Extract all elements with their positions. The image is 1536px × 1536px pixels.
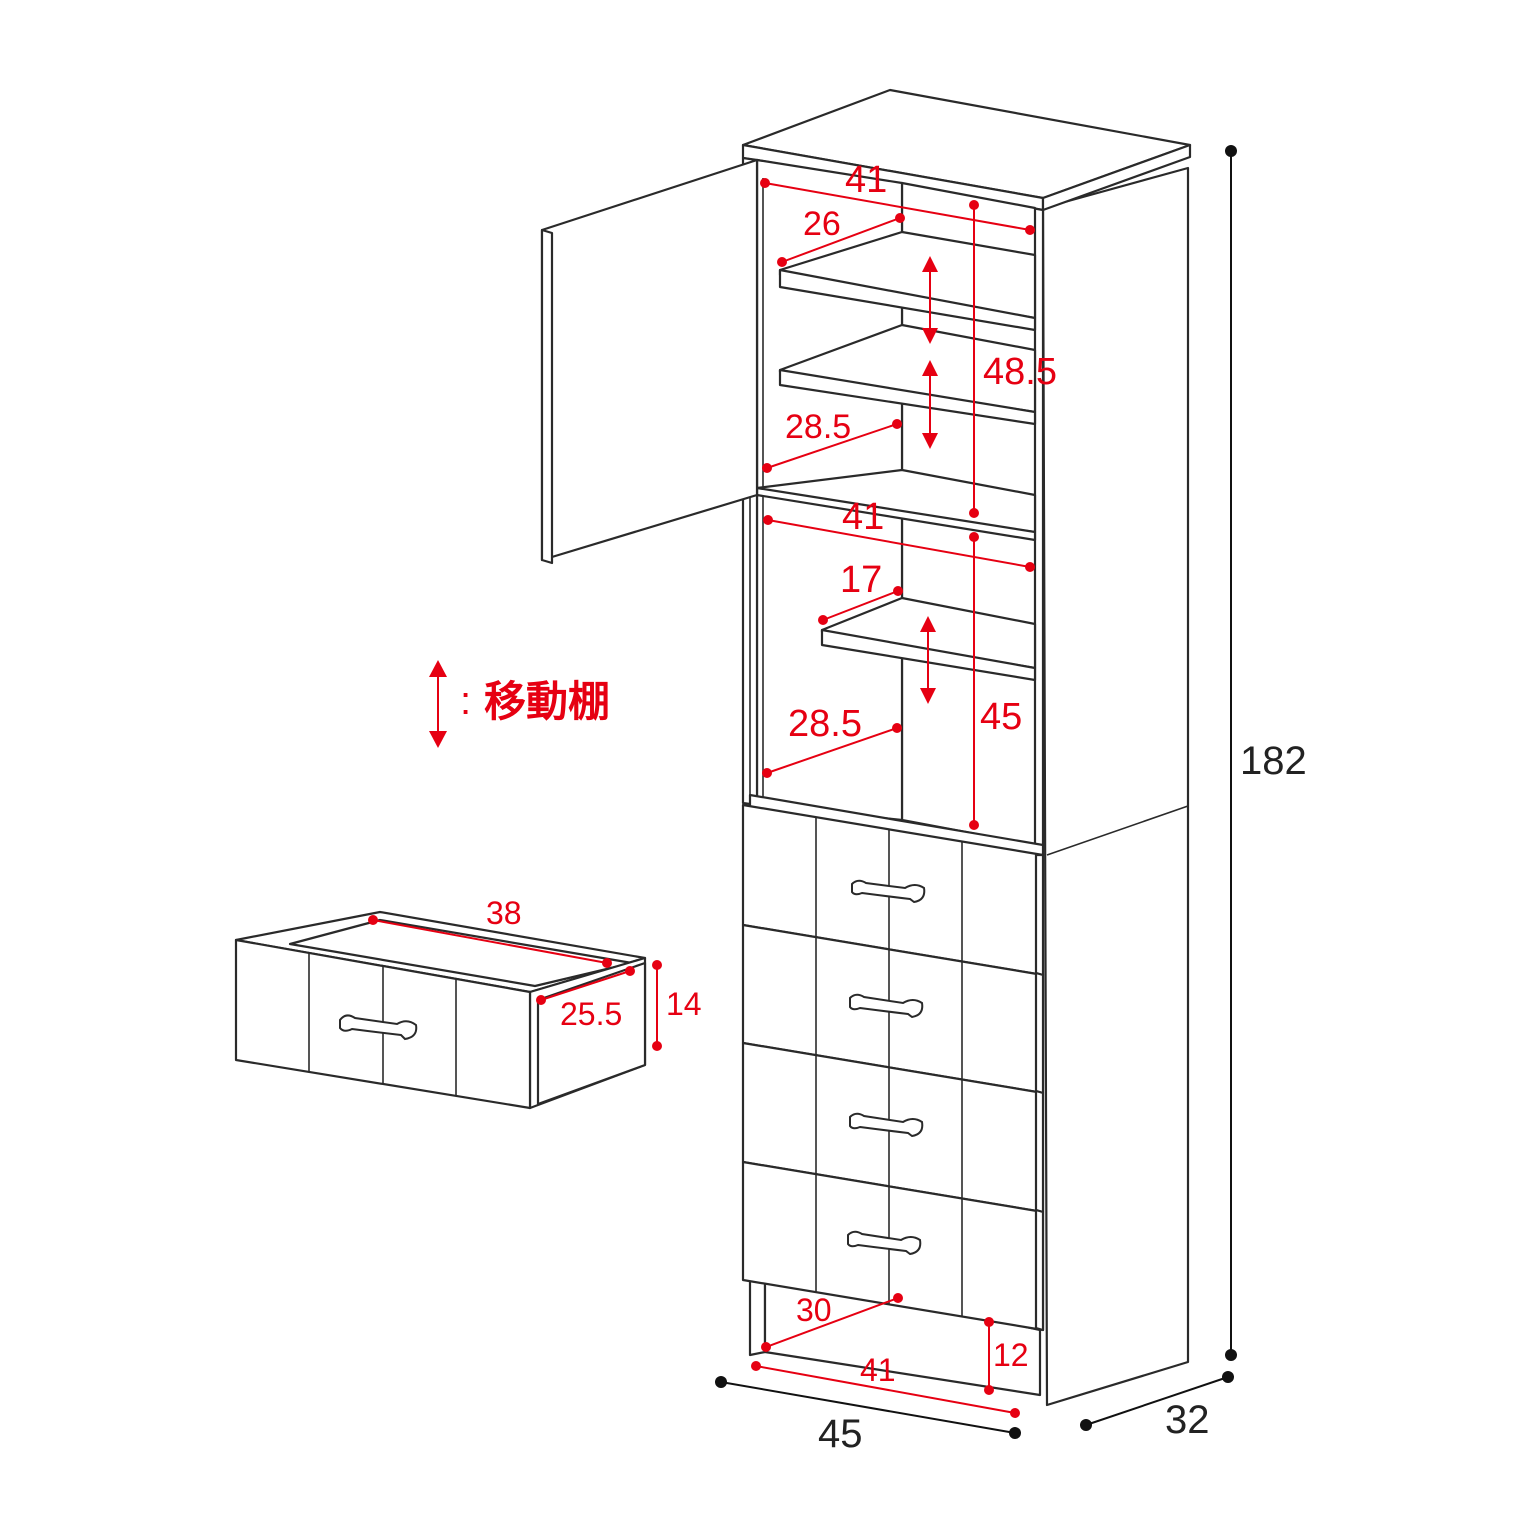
legend-colon: : [460, 679, 471, 723]
double-arrow-icon [920, 616, 936, 704]
overall-dimension-lines [715, 145, 1237, 1439]
cabinet-body [741, 88, 1192, 1407]
base-width-label: 41 [860, 1352, 896, 1388]
base-depth-label: 30 [796, 1292, 832, 1328]
middle-width-label: 41 [842, 496, 884, 538]
movable-shelf-arrows [920, 256, 938, 704]
upper-shelf-depth-label: 28.5 [785, 408, 851, 446]
upper-height-label: 48.5 [983, 351, 1057, 393]
middle-bottom-depth-label: 28.5 [788, 703, 862, 745]
detached-drawer [234, 910, 647, 1110]
legend-label: 移動棚 [484, 678, 610, 725]
overall-width-label: 45 [818, 1412, 863, 1456]
drawer-depth-label: 25.5 [560, 996, 622, 1032]
dimension-labels: 41 26 48.5 28.5 41 17 45 28.5 38 25.5 14… [486, 159, 1307, 1456]
drawer-height-label: 14 [666, 986, 702, 1022]
upper-depth-label: 26 [803, 205, 841, 243]
overall-depth-label: 32 [1165, 1398, 1210, 1442]
upper-width-label: 41 [845, 159, 887, 201]
drawer-width-label: 38 [486, 895, 522, 931]
double-arrow-icon [922, 256, 938, 344]
legend: : 移動棚 [429, 660, 610, 748]
overall-height-label: 182 [1240, 739, 1307, 783]
detached-drawer-handle-icon [339, 1014, 418, 1041]
middle-height-label: 45 [980, 696, 1022, 738]
middle-shelf-depth-label: 17 [840, 559, 882, 601]
double-arrow-icon [429, 660, 447, 748]
base-height-label: 12 [993, 1337, 1029, 1373]
drawer-stack [741, 803, 1045, 1332]
double-arrow-icon [922, 360, 938, 449]
drawer-handle-icon [847, 879, 926, 1256]
open-door [540, 158, 759, 565]
dimension-lines [368, 178, 1035, 1418]
